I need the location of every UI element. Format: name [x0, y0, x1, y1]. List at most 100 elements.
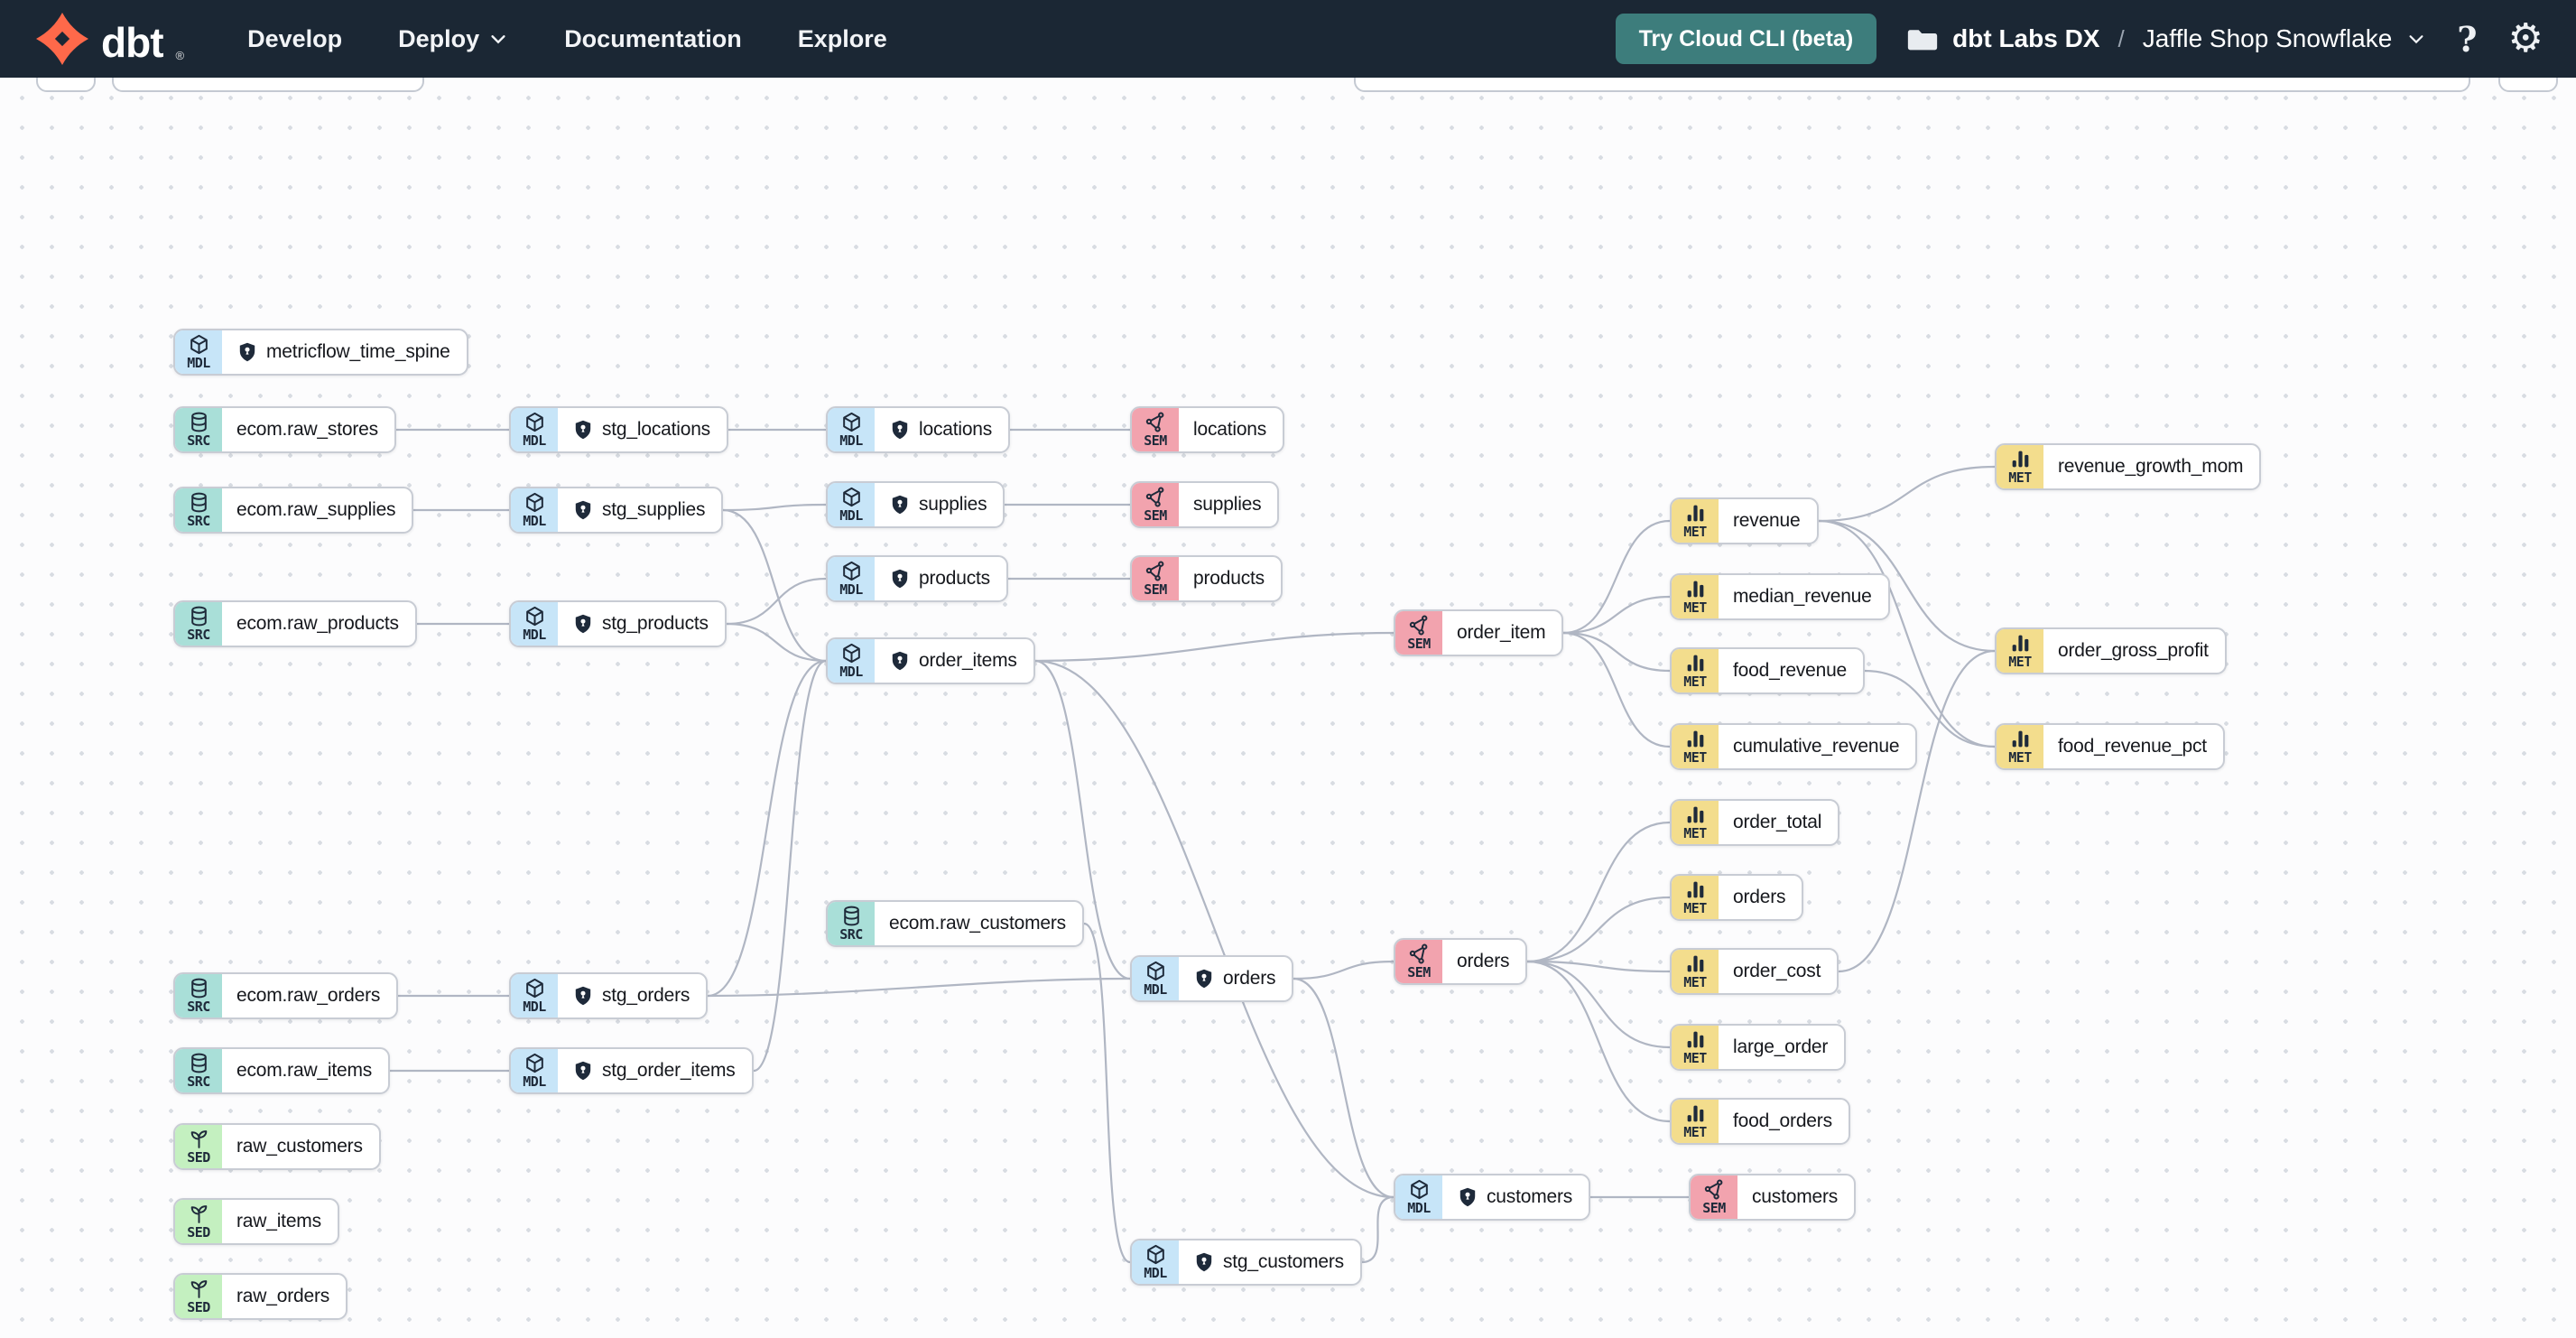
node-type-badge: MDL [511, 488, 558, 532]
node-label: ecom.raw_products [236, 613, 399, 634]
node-body: locations [1179, 408, 1283, 451]
node-type-label: MDL [523, 513, 546, 530]
node-type-label: SRC [839, 926, 863, 943]
bar-chart-icon [1684, 952, 1707, 975]
node-body: revenue_growth_mom [2043, 445, 2259, 488]
node-label: order_cost [1733, 961, 1821, 981]
node-type-label: MET [1683, 674, 1707, 691]
shield-badge-icon [889, 494, 911, 516]
node-type-badge: SRC [175, 602, 222, 646]
cube-icon [524, 977, 546, 999]
settings-button[interactable]: ⚙ [2508, 19, 2544, 59]
cube-icon [840, 560, 863, 582]
node-label: order_gross_profit [2058, 640, 2209, 661]
node-type-badge: MET [1672, 801, 1719, 844]
bar-chart-icon [1684, 804, 1707, 826]
node-src_stores[interactable]: SRC ecom.raw_stores [173, 406, 396, 453]
nav-item-documentation[interactable]: Documentation [564, 24, 742, 52]
node-type-badge: SRC [175, 408, 222, 451]
node-type-label: MDL [839, 581, 863, 599]
node-stg_supplies[interactable]: MDL stg_supplies [509, 487, 724, 534]
nav-item-deploy[interactable]: Deploy [398, 25, 508, 53]
gear-icon: ⚙ [2507, 16, 2544, 60]
node-label: ecom.raw_orders [236, 985, 381, 1006]
top-nav: dbt ® Develop Deploy Documentation Explo… [0, 0, 2576, 78]
node-label: stg_order_items [602, 1060, 736, 1081]
shield-badge-icon [1457, 1186, 1478, 1208]
database-icon [188, 605, 210, 627]
nav-item-develop[interactable]: Develop [247, 24, 343, 52]
node-body: raw_items [222, 1200, 338, 1243]
node-label: food_revenue [1733, 660, 1848, 681]
node-type-badge: MET [1672, 1026, 1719, 1069]
node-label: food_revenue_pct [2058, 736, 2207, 757]
node-type-label: MDL [1144, 1265, 1167, 1282]
shield-badge-icon [1193, 968, 1215, 990]
help-button[interactable]: ? [2457, 19, 2477, 60]
node-body: order_gross_profit [2043, 629, 2225, 673]
nav-item-explore[interactable]: Explore [797, 24, 887, 52]
node-type-label: MDL [1144, 981, 1167, 999]
node-label: ecom.raw_stores [236, 419, 378, 440]
node-label: orders [1733, 887, 1786, 907]
node-label: stg_supplies [602, 499, 706, 520]
caret-down-icon [2406, 29, 2426, 49]
node-type-badge: MDL [511, 408, 558, 451]
node-label: revenue [1733, 510, 1801, 531]
shield-badge-icon [889, 568, 911, 590]
node-type-badge: SEM [1395, 611, 1442, 655]
node-body: stg_supplies [558, 488, 721, 532]
node-src_products[interactable]: SRC ecom.raw_products [173, 600, 417, 647]
node-type-badge: MDL [175, 330, 222, 374]
semantic-graph-icon [1144, 486, 1167, 508]
node-type-badge: MDL [511, 602, 558, 646]
node-orders_mdl[interactable]: MDL orders [1130, 955, 1294, 1002]
node-body: supplies [1179, 483, 1277, 526]
node-m_food_revenue[interactable]: MET food_revenue [1670, 647, 1866, 694]
node-body: orders [1442, 940, 1525, 983]
node-body: orders [1179, 957, 1292, 1000]
project-selector[interactable]: dbt Labs DX / Jaffle Shop Snowflake [1907, 24, 2426, 53]
try-cloud-cli-button[interactable]: Try Cloud CLI (beta) [1615, 14, 1877, 64]
dbt-logo[interactable]: dbt ® [36, 13, 184, 65]
node-type-label: SRC [187, 432, 210, 450]
node-body: food_revenue_pct [2043, 725, 2223, 768]
